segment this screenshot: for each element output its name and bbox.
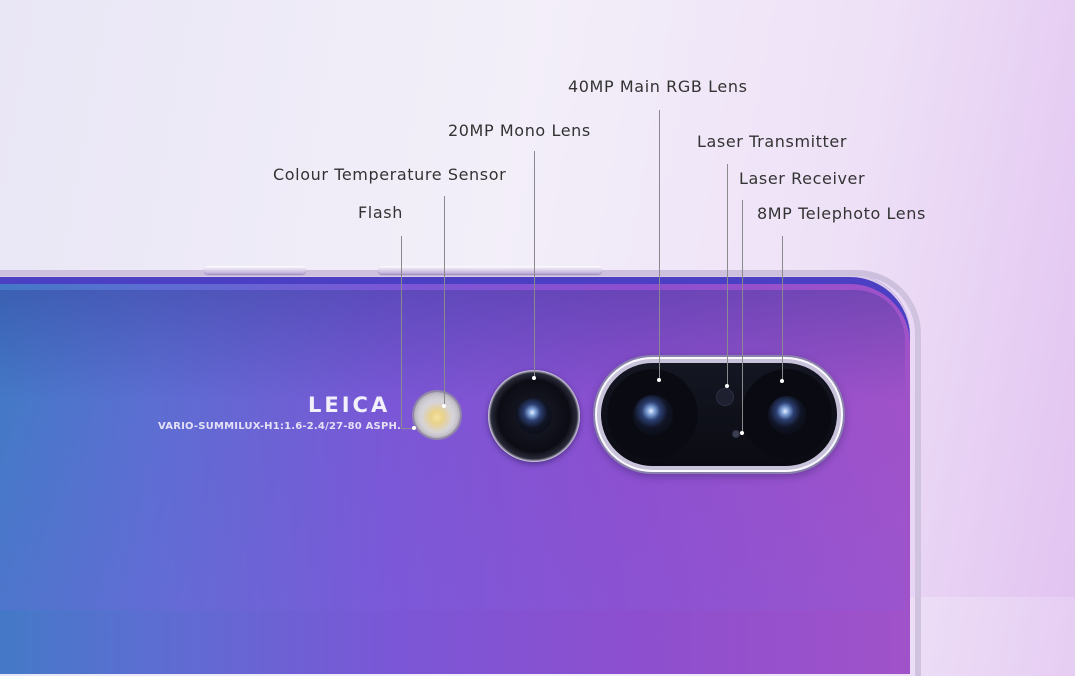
laser-receiver-window [733,431,739,437]
laser-transmitter-leader-dot [725,384,729,388]
main-lens-leader [659,110,660,380]
colour-sensor-leader [444,196,445,406]
flash-leader-dot [412,426,416,430]
main-lens-label: 40MP Main RGB Lens [568,77,748,96]
laser-transmitter-window [717,389,733,405]
main-lens-leader-dot [657,378,661,382]
laser-receiver-leader [742,200,743,433]
telephoto-lens [741,369,832,460]
mono-lens [488,370,580,462]
flash-leader [401,236,402,428]
laser-receiver-label: Laser Receiver [739,169,866,188]
lens-icon [516,398,552,434]
volume-button [204,266,306,274]
colour-sensor-label: Colour Temperature Sensor [273,165,507,184]
flash-leader-tail [401,428,414,429]
laser-transmitter-leader [727,164,728,386]
flash-label: Flash [358,203,403,222]
telephoto-leader-dot [780,379,784,383]
telephoto-leader [782,236,783,381]
colour-sensor-leader-dot [442,404,446,408]
power-button [378,266,602,274]
mono-lens-leader [534,151,535,377]
mono-lens-label: 20MP Mono Lens [448,121,591,140]
laser-receiver-leader-dot [740,431,744,435]
laser-transmitter-label: Laser Transmitter [697,132,848,151]
dual-lens-module [601,363,837,466]
mono-lens-leader-dot [532,376,536,380]
flash-icon [414,392,460,438]
main-rgb-lens [607,369,698,460]
camera-diagram: LEICA VARIO-SUMMILUX-H1:1.6-2.4/27-80 AS… [0,77,926,676]
lens-icon [768,396,806,434]
lens-spec-text: VARIO-SUMMILUX-H1:1.6-2.4/27-80 ASPH. [158,421,402,432]
telephoto-label: 8MP Telephoto Lens [757,204,926,223]
leica-logo: LEICA [308,393,391,417]
lens-icon [633,395,673,435]
